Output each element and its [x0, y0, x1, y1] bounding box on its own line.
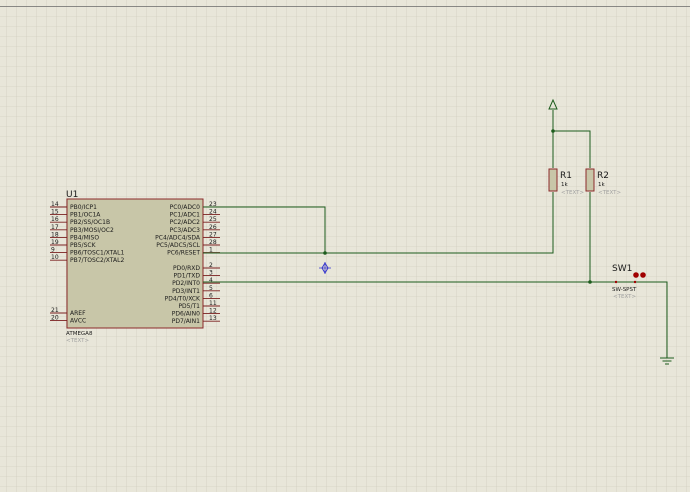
- u1-pin-label: PB3/MOSI/OC2: [70, 227, 114, 234]
- u1-pin-number: 21: [51, 307, 59, 314]
- wires: [203, 110, 668, 358]
- u1-pin-label: PD1/TXD: [174, 273, 201, 280]
- u1-pin-number: 18: [51, 231, 59, 238]
- u1-pin-number: 10: [51, 254, 59, 261]
- u1-pin-number: 27: [209, 231, 217, 238]
- u1-pin-label: PD3/INT1: [172, 288, 200, 295]
- junction-dot: [323, 251, 327, 255]
- sw1-part-label: SW-SPST: [612, 287, 637, 293]
- wire-pc0[interactable]: [203, 206, 326, 253]
- u1-pin-label: PD6/AIN0: [172, 311, 200, 318]
- u1-pin-number: 9: [51, 247, 55, 254]
- u1-pin-label: PB6/TOSC1/XTAL1: [70, 250, 124, 257]
- u1-pin-number: 14: [51, 201, 59, 208]
- u1-pin-label: PB0/ICP1: [70, 204, 97, 211]
- u1-pin-number: 12: [209, 308, 217, 315]
- sw1-contact-left-icon[interactable]: [633, 272, 639, 278]
- r1-body[interactable]: [548, 168, 558, 192]
- u1-pin-label: PD5/T1: [178, 303, 200, 310]
- u1-pin-number: 28: [209, 239, 217, 246]
- u1-pin-label: PB1/OC1A: [70, 212, 101, 219]
- u1-pin-label: PB2/SS/OC1B: [70, 219, 110, 226]
- r2-ref-label: R2: [597, 171, 609, 181]
- u1-pin-label: PC4/ADC4/SDA: [155, 234, 201, 241]
- u1-pin-label: PD0/RXD: [173, 265, 200, 272]
- sw1-text-placeholder: <TEXT>: [613, 294, 636, 300]
- r2-value-label: 1k: [598, 182, 605, 188]
- u1-part-label: ATMEGA8: [66, 331, 93, 337]
- u1-pin-number: 4: [209, 277, 213, 284]
- junction-dot: [588, 280, 592, 284]
- wire-reset-r1[interactable]: [203, 192, 554, 254]
- r1-value-label: 1k: [561, 182, 568, 188]
- u1-pin-label: PC2/ADC2: [170, 219, 201, 226]
- wire-r2-top[interactable]: [553, 130, 591, 168]
- u1-pin-number: 19: [51, 239, 59, 246]
- u1-pin-number: 20: [51, 315, 59, 322]
- r2-resistor[interactable]: R2 1k <TEXT>: [585, 168, 621, 196]
- u1-pin-number: 11: [209, 300, 217, 307]
- u1-pin-label: AVCC: [70, 318, 86, 325]
- u1-pin-number: 13: [209, 315, 217, 322]
- u1-text-placeholder: <TEXT>: [66, 338, 89, 344]
- r2-text-placeholder: <TEXT>: [598, 190, 621, 196]
- u1-pin-number: 15: [51, 209, 59, 216]
- r1-ref-label: R1: [560, 171, 572, 181]
- sw1-switch[interactable]: SW1 SW-SPST <TEXT>: [612, 264, 646, 300]
- sw1-contact-right-icon[interactable]: [640, 272, 646, 278]
- u1-pin-label: PB4/MISO: [70, 234, 99, 241]
- r2-body[interactable]: [585, 168, 595, 192]
- sw1-ref-label: SW1: [612, 264, 632, 274]
- u1-pin-number: 17: [51, 224, 59, 231]
- u1-pin-number: 23: [209, 201, 217, 208]
- u1-pin-label: PC0/ADC0: [170, 204, 201, 211]
- u1-body[interactable]: [66, 198, 204, 329]
- u1-pin-label: PD7/AIN1: [172, 318, 200, 325]
- cursor-marker-icon: [319, 262, 331, 274]
- u1-pin-label: PD4/T0/XCK: [165, 295, 201, 302]
- u1-pin-label: PC5/ADC5/SCL: [156, 242, 200, 249]
- u1-pin-number: 5: [209, 285, 213, 292]
- u1-pin-label: AREF: [70, 310, 86, 317]
- vcc-terminal-icon[interactable]: [548, 98, 558, 110]
- u1-pin-number: 16: [51, 216, 59, 223]
- u1-pin-number: 25: [209, 216, 217, 223]
- u1-pin-number: 1: [209, 247, 213, 254]
- wire-sw-gnd[interactable]: [640, 281, 668, 358]
- ground-icon[interactable]: [660, 357, 674, 365]
- u1-pin-number: 6: [209, 292, 213, 299]
- u1-pin-label: PC3/ADC3: [170, 227, 201, 234]
- r1-text-placeholder: <TEXT>: [561, 190, 584, 196]
- sw1-pin-dot: [633, 280, 637, 284]
- u1-pin-label: PB5/SCK: [70, 242, 97, 249]
- u1-ref-label: U1: [66, 190, 78, 200]
- u1-pin-label: PC1/ADC1: [170, 212, 201, 219]
- u1-pin-number: 3: [209, 270, 213, 277]
- u1-pin-label: PC6/RESET: [167, 250, 200, 257]
- u1-pin-label: PD2/INT0: [172, 280, 200, 287]
- sw1-pin-dot: [614, 280, 618, 284]
- junction-dot: [551, 129, 555, 133]
- r1-resistor[interactable]: R1 1k <TEXT>: [548, 168, 584, 196]
- u1-pin-number: 24: [209, 209, 217, 216]
- u1-pin-number: 2: [209, 262, 213, 269]
- u1-pin-number: 26: [209, 224, 217, 231]
- u1-pin-label: PB7/TOSC2/XTAL2: [70, 257, 124, 264]
